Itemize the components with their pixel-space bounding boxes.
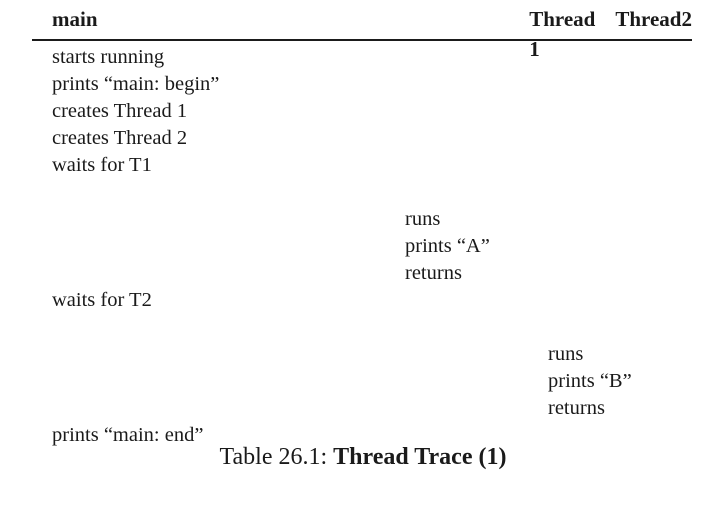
- table-row: returns: [32, 260, 692, 287]
- cell-main: waits for T2: [52, 289, 152, 311]
- cell-main: waits for T1: [52, 154, 152, 176]
- cell-thread1: returns: [405, 262, 462, 284]
- caption-title: Thread Trace (1): [333, 444, 507, 470]
- cell-main: creates Thread 2: [52, 127, 188, 149]
- table-row: waits for T2: [32, 287, 692, 314]
- cell-thread2: prints “B”: [548, 370, 632, 392]
- cell-thread2: returns: [548, 397, 605, 419]
- table-row: prints “main: begin”: [32, 71, 692, 98]
- cell-thread1: prints “A”: [405, 235, 490, 257]
- cell-main: prints “main: begin”: [52, 73, 220, 95]
- table-row: returns: [32, 395, 692, 422]
- trace-table-header: main Thread 1 Thread2: [32, 4, 692, 64]
- cell-thread2: runs: [548, 343, 584, 365]
- table-row: runs: [32, 341, 692, 368]
- cell-main: starts running: [52, 46, 165, 68]
- table-row: creates Thread 1: [32, 98, 692, 125]
- trace-body: starts running prints “main: begin” crea…: [32, 44, 692, 449]
- column-header-thread2: Thread2: [615, 7, 692, 31]
- table-row: creates Thread 2: [32, 125, 692, 152]
- table-row: runs: [32, 206, 692, 233]
- table-header-row: main Thread 1 Thread2: [32, 4, 692, 64]
- table-row: prints “B”: [32, 368, 692, 395]
- table-row: [32, 314, 692, 341]
- table-row: prints “main: end”: [32, 422, 692, 449]
- cell-main: prints “main: end”: [52, 424, 204, 446]
- table-row: starts running: [32, 44, 692, 71]
- column-header-main: main: [52, 7, 98, 31]
- caption-label: Table 26.1:: [219, 444, 328, 470]
- column-header-thread1: Thread 1: [529, 7, 596, 61]
- table-caption: Table 26.1: Thread Trace (1): [0, 441, 726, 473]
- header-rule: [32, 39, 692, 41]
- table-row: [32, 179, 692, 206]
- table-row: prints “A”: [32, 233, 692, 260]
- cell-thread1: runs: [405, 208, 441, 230]
- cell-main: creates Thread 1: [52, 100, 188, 122]
- table-row: waits for T1: [32, 152, 692, 179]
